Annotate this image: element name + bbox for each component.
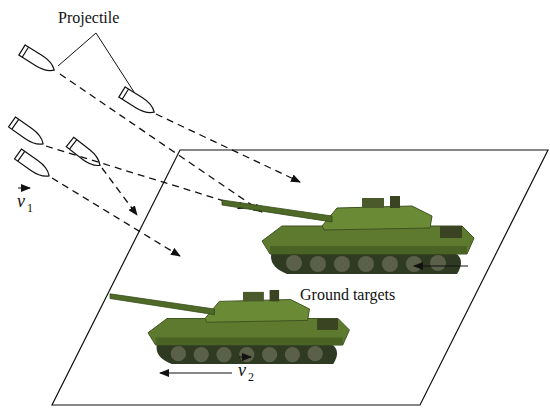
vector-symbol: v [17,192,25,210]
callout-label: Projectile [58,10,119,26]
callout-label: Ground targets [300,287,395,303]
vector-subscript: 1 [27,202,33,214]
vector-subscript: 2 [248,371,254,383]
vector-symbol: v [238,361,246,379]
